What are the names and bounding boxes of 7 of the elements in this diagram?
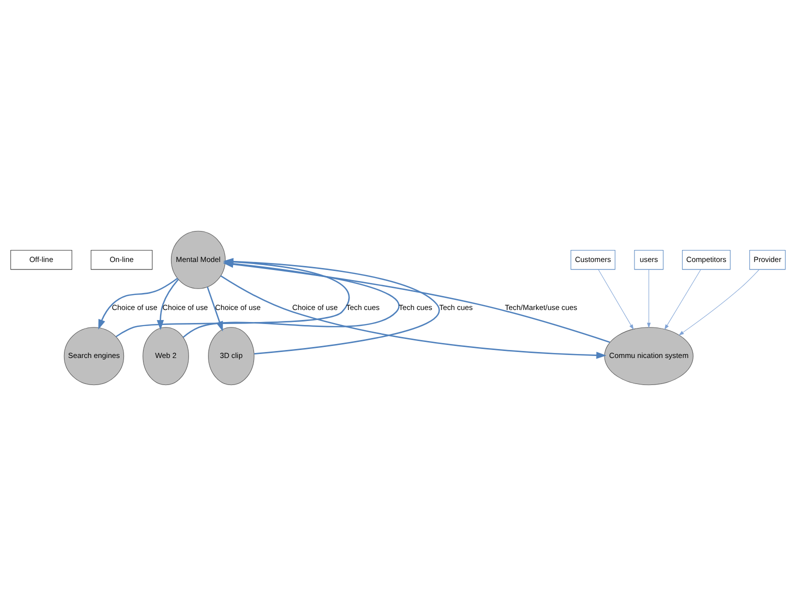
arrow [678, 268, 760, 335]
arrow [646, 268, 651, 328]
arrow [98, 277, 178, 330]
arrow [598, 268, 634, 330]
arrow [664, 268, 702, 330]
arrow [220, 274, 606, 358]
arrow [156, 278, 179, 330]
